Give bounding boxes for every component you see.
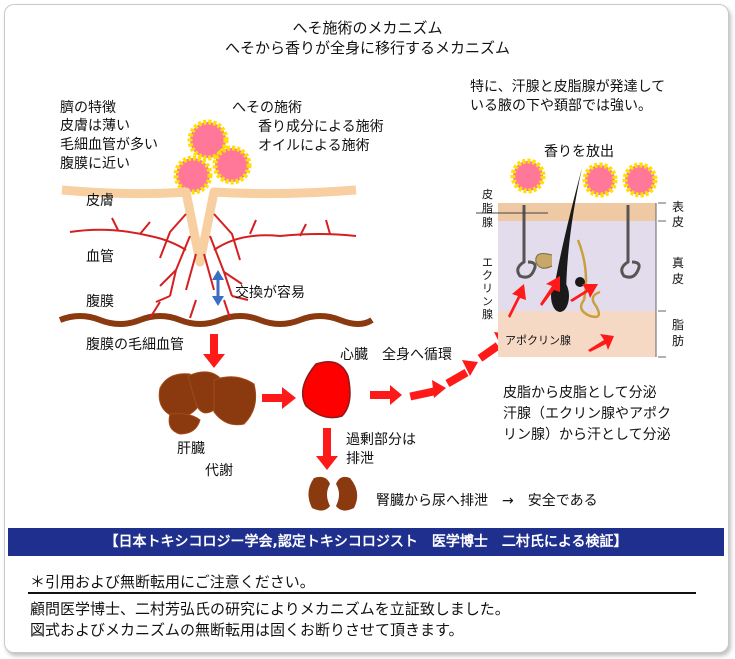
- aroma-blob-icon: [212, 145, 252, 185]
- footer-line2: 図式およびメカニズムの無断転用は固くお断りさせて頂きます。: [30, 621, 464, 639]
- fat-label-1: 脂: [672, 318, 685, 332]
- secretion-line2: 汗腺（エクリン腺やアポク: [503, 406, 671, 422]
- navel-treatment-item: 香り成分による施術: [258, 119, 384, 135]
- arrow-to-liver-icon: [203, 334, 225, 368]
- heart-label: 心臓 全身へ循環: [340, 347, 452, 363]
- release-label: 香りを放出: [544, 144, 614, 160]
- kidney-icon: [308, 476, 358, 511]
- secretion-line3: リン腺）から汗として分泌: [503, 427, 671, 443]
- dermis-label-1: 真: [672, 256, 685, 270]
- gland-note-line2: いる腋の下や頚部では強い。: [470, 98, 652, 114]
- metabolism-label: 代謝: [205, 463, 233, 479]
- exchange-arrow-icon: [212, 270, 224, 306]
- skin-layer: [61, 185, 357, 267]
- aroma-blob-group: [173, 119, 252, 195]
- aroma-release-group: [510, 158, 658, 198]
- excess-label: 過剰部分は: [346, 432, 416, 448]
- divider: [28, 592, 696, 594]
- liver-label: 肝臓: [177, 441, 205, 457]
- diagram-title: へそ施術のメカニズム: [292, 19, 443, 37]
- eccrine-label-1: エ: [482, 256, 493, 269]
- footer-line1: 顧問医学博士、二村芳弘氏の研究によりメカニズムを立証致しました。: [30, 600, 510, 618]
- liver-icon: [158, 371, 257, 435]
- navel-feature-item: 皮膚は薄い: [60, 118, 130, 134]
- apocrine-label: アポクリン腺: [505, 334, 571, 347]
- gland-note-line1: 特に、汗腺と皮脂腺が発達して: [470, 79, 666, 95]
- sebaceous-label-3: 腺: [482, 216, 493, 229]
- aroma-blob-icon: [187, 119, 229, 161]
- circulation-arrows: [370, 332, 510, 405]
- sebaceous-label-1: 皮: [482, 188, 493, 201]
- secretion-line1: 皮脂から皮脂として分泌: [503, 385, 657, 401]
- excretion-label: 排泄: [346, 451, 374, 467]
- epidermis-label-1: 表: [672, 200, 685, 214]
- sebaceous-label-2: 脂: [482, 202, 493, 215]
- kidney-label: 腎臓から尿へ排泄 → 安全である: [376, 493, 598, 509]
- navel-treatment-item: オイルによる施術: [258, 138, 370, 154]
- dermis-label-2: 皮: [672, 272, 685, 286]
- aroma-blob-icon: [173, 155, 213, 195]
- capillary-network: [69, 213, 357, 303]
- navel-feature-item: 腹膜に近い: [60, 156, 130, 172]
- circulation-arrow-icon: [370, 385, 402, 405]
- navel-features-heading: 臍の特徴: [60, 100, 116, 116]
- eccrine-label-4: ン: [482, 295, 493, 308]
- vessel-label: 血管: [86, 249, 114, 265]
- aroma-blob-icon: [622, 162, 658, 198]
- eccrine-label-2: ク: [482, 269, 493, 282]
- peritoneum-capillary-label: 腹膜の毛細血管: [86, 337, 184, 353]
- navel-treatment-heading: へその施術: [232, 100, 302, 116]
- usage-notice: ＊引用および無断転用にご注意ください。: [30, 573, 315, 591]
- peritoneum-label: 腹膜: [86, 294, 114, 310]
- arrow-to-kidney-icon: [316, 428, 338, 470]
- eccrine-label-5: 腺: [482, 308, 493, 321]
- fat-label-2: 肪: [672, 334, 685, 348]
- peritoneum-layer: [58, 313, 374, 327]
- epidermis-label-2: 皮: [672, 215, 685, 229]
- circulation-arrow-icon: [409, 380, 446, 401]
- hair-shaft: [552, 168, 582, 300]
- aroma-blob-icon: [582, 162, 618, 198]
- heart-icon: [301, 361, 351, 419]
- diagram-subtitle: へそから香りが全身に移行するメカニズム: [224, 39, 510, 57]
- arrow-to-heart-icon: [262, 387, 296, 409]
- navel-feature-item: 毛細血管が多い: [60, 137, 158, 153]
- exchange-label: 交換が容易: [235, 285, 305, 301]
- circulation-arrow-icon: [445, 360, 478, 387]
- gland-arrows: [508, 276, 614, 352]
- skin-label: 皮膚: [86, 193, 114, 209]
- aroma-blob-icon: [510, 158, 546, 194]
- verification-banner: 【日本トキシコロジー学会,認定トキシコロジスト 医学博士 二村氏による検証】: [8, 528, 724, 556]
- eccrine-label-3: リ: [482, 282, 493, 295]
